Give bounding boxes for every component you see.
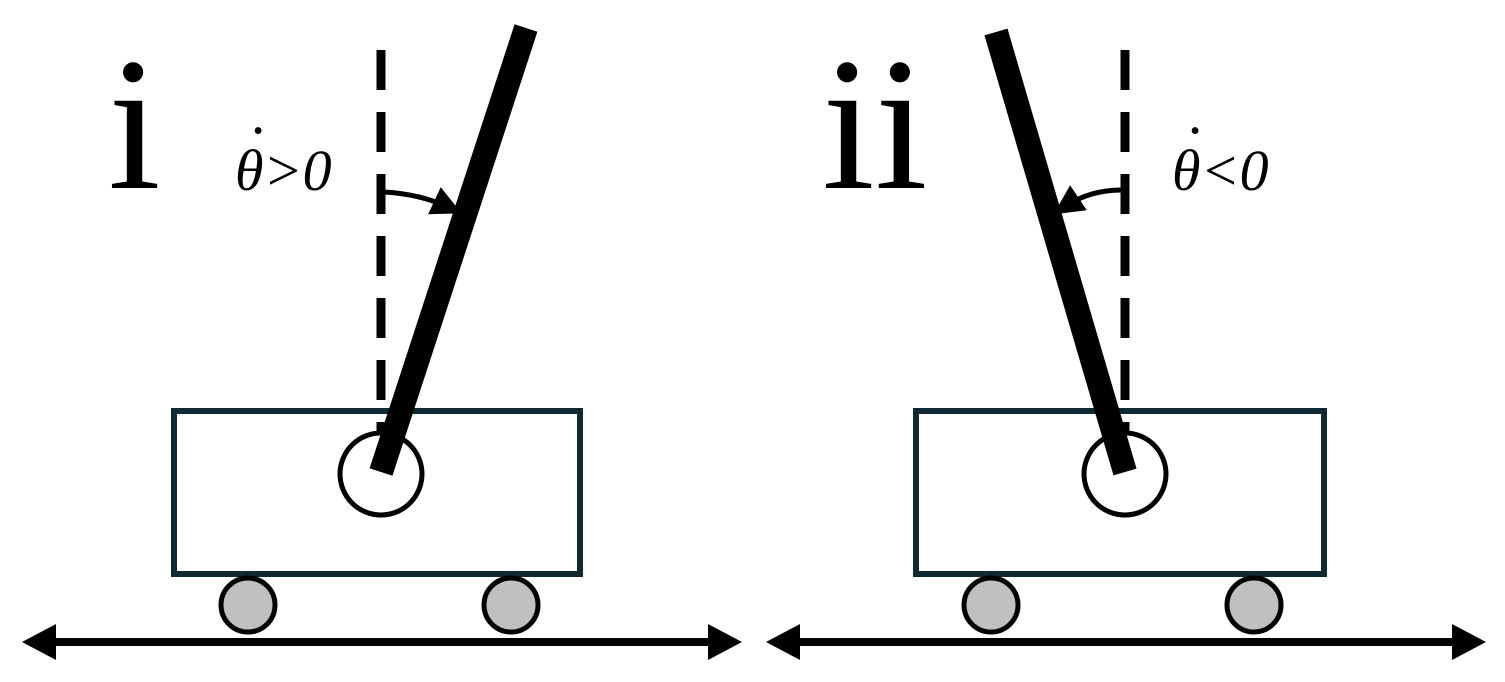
angular-rate-label: θ<0 [1172, 138, 1269, 203]
rotation-arrow-clockwise [383, 187, 462, 215]
track-arrowhead-right [708, 624, 742, 660]
panel-ii: ii θ<0 · [766, 20, 1486, 660]
pole [984, 28, 1137, 476]
panel-i: i θ>0 · [22, 20, 742, 660]
derivative-dot: · [1187, 98, 1202, 163]
panel-label-ii: ii [822, 20, 928, 230]
pivot-joint [337, 430, 425, 518]
track-arrowhead-left [766, 624, 800, 660]
track-arrowhead-left [22, 624, 56, 660]
wheel-left [218, 575, 278, 635]
rotation-arrow-counterclockwise [1053, 185, 1123, 215]
panel-label-i: i [108, 20, 161, 230]
angular-rate-label: θ>0 [235, 138, 332, 203]
track-arrowhead-right [1452, 624, 1486, 660]
cart-body [171, 408, 583, 577]
wheel-right [1224, 575, 1284, 635]
derivative-dot: · [250, 98, 265, 163]
pole [369, 24, 538, 476]
cart-body [913, 408, 1327, 577]
wheel-right [481, 575, 541, 635]
wheel-left [961, 575, 1021, 635]
